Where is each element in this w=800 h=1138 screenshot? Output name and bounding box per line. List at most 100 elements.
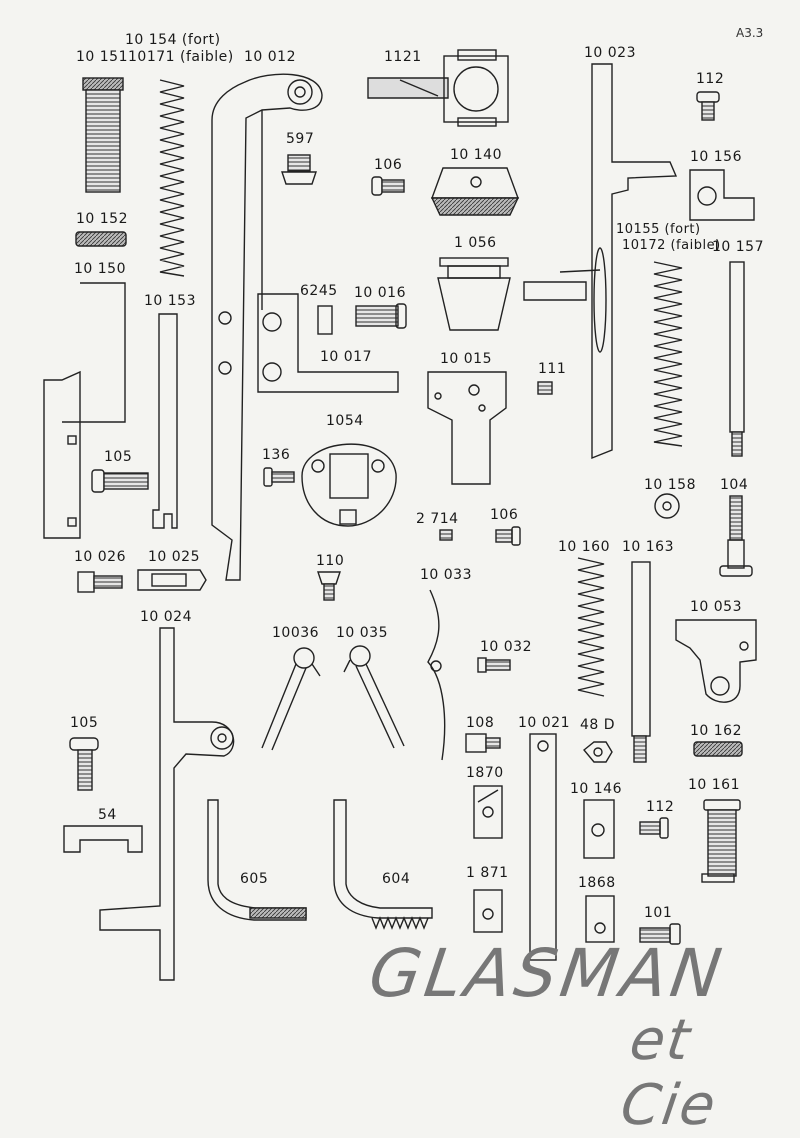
label-105b: 105: [70, 715, 99, 731]
label-1870: 1870: [466, 765, 504, 781]
part-1868: [585, 895, 615, 943]
part-106b: [495, 526, 521, 546]
label-112a: 112: [696, 71, 725, 87]
part-2714: [439, 529, 453, 541]
label-112b: 112: [646, 799, 675, 815]
label-1868: 1868: [578, 875, 616, 891]
part-48d: [583, 741, 613, 763]
part-10033-hole: [430, 660, 442, 672]
part-10155-spring: [653, 261, 683, 447]
label-10152: 10 152: [76, 211, 128, 227]
label-106b: 106: [490, 507, 519, 523]
label-1054: 1054: [326, 413, 364, 429]
part-10150: [43, 282, 126, 539]
label-604: 604: [382, 871, 411, 887]
label-10053: 10 053: [690, 599, 742, 615]
label-597: 597: [286, 131, 315, 147]
part-10160-spring: [577, 557, 605, 697]
part-10026: [77, 571, 123, 593]
part-112b: [639, 817, 669, 839]
label-6245: 6245: [300, 283, 338, 299]
label-10162: 10 162: [690, 723, 742, 739]
label-2714: 2 714: [416, 511, 459, 527]
label-54: 54: [98, 807, 117, 823]
label-104: 104: [720, 477, 749, 493]
label-10024: 10 024: [140, 609, 192, 625]
label-111: 111: [538, 361, 567, 377]
label-10155: 10155 (fort): [616, 222, 701, 237]
part-1870: [473, 785, 503, 839]
part-10151: [82, 77, 124, 193]
label-108: 108: [466, 715, 495, 731]
part-106a: [371, 176, 405, 196]
part-10146: [583, 799, 615, 859]
part-108: [465, 733, 501, 753]
label-10163: 10 163: [622, 539, 674, 555]
label-10015: 10 015: [440, 351, 492, 367]
watermark-glasman: GLASMAN: [364, 935, 730, 1012]
part-111: [537, 381, 553, 395]
part-1054: [301, 443, 397, 527]
part-10024: [99, 627, 235, 981]
part-10157: [729, 261, 745, 457]
part-105b: [69, 737, 99, 791]
part-6245: [317, 305, 333, 335]
label-10146: 10 146: [570, 781, 622, 797]
label-10036: 10036: [272, 625, 320, 641]
part-10163: [631, 561, 651, 763]
label-10012: 10 012: [244, 49, 296, 65]
label-10157: 10 157: [712, 239, 764, 255]
part-10158: [654, 493, 680, 519]
part-10032: [477, 657, 511, 673]
label-10026: 10 026: [74, 549, 126, 565]
part-1871: [473, 889, 503, 933]
part-10161: [701, 799, 741, 883]
label-10021: 10 021: [518, 715, 570, 731]
label-10161: 10 161: [688, 777, 740, 793]
parts-diagram-sheet: A3.3 10 151 10 154 (fort) 10171 (faible)…: [43, 26, 764, 1138]
part-54: [63, 825, 143, 853]
label-10172: 10172 (faible): [622, 238, 721, 253]
part-10016: [355, 303, 407, 329]
label-10156: 10 156: [690, 149, 742, 165]
part-136: [263, 467, 295, 487]
label-10140: 10 140: [450, 147, 502, 163]
part-1056: [437, 257, 511, 331]
part-10017: [257, 293, 399, 393]
label-136: 136: [262, 447, 291, 463]
part-10033: [427, 589, 446, 761]
part-110: [317, 571, 341, 601]
part-1121: [367, 49, 509, 127]
label-10023: 10 023: [584, 45, 636, 61]
label-105a: 105: [104, 449, 133, 465]
label-10160: 10 160: [558, 539, 610, 555]
part-10154-spring: [159, 79, 185, 277]
part-10140: [430, 167, 520, 216]
part-10036: [261, 647, 321, 751]
label-10154: 10 154 (fort): [125, 32, 221, 48]
part-10152: [75, 231, 127, 247]
label-605: 605: [240, 871, 269, 887]
part-10012: [211, 73, 323, 581]
part-597: [281, 154, 317, 185]
part-10023: [523, 63, 678, 460]
label-1121: 1121: [384, 49, 422, 65]
label-10025: 10 025: [148, 549, 200, 565]
part-10015: [427, 371, 507, 485]
label-10017: 10 017: [320, 349, 372, 365]
part-10162: [693, 741, 743, 757]
label-10171: 10171 (faible): [128, 49, 234, 65]
part-10025: [137, 569, 207, 591]
part-10053: [675, 619, 757, 703]
label-10151: 10 151: [76, 49, 128, 65]
part-10035: [343, 645, 405, 749]
part-10153: [152, 313, 178, 529]
label-110: 110: [316, 553, 345, 569]
label-1056: 1 056: [454, 235, 497, 251]
label-10158: 10 158: [644, 477, 696, 493]
part-10021: [529, 733, 557, 961]
label-10016: 10 016: [354, 285, 406, 301]
part-105a: [91, 469, 149, 493]
label-10032: 10 032: [480, 639, 532, 655]
label-101: 101: [644, 905, 673, 921]
